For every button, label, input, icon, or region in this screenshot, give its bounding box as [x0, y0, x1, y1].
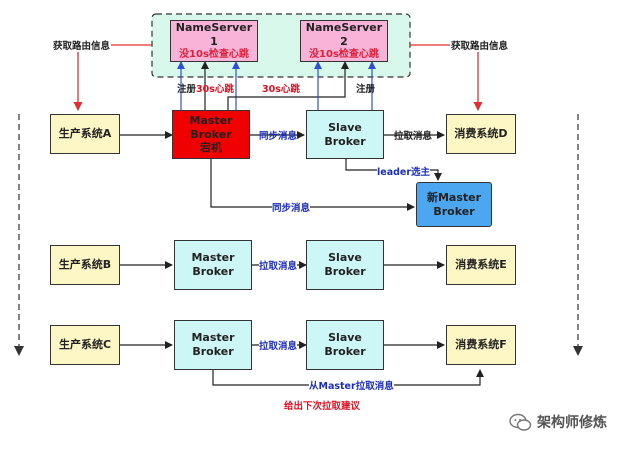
pull-from-master-label: 从Master拉取消息 — [309, 378, 394, 392]
master-broker-b: Master Broker — [174, 240, 252, 290]
pull-msg-label-1: 拉取消息 — [394, 131, 433, 142]
wechat-icon — [509, 413, 532, 431]
producer-c-label: 生产系统C — [58, 338, 112, 352]
route-arrow-right — [410, 44, 483, 111]
master-broker-c: Master Broker — [174, 320, 252, 370]
producer-c: 生产系统C — [50, 325, 120, 365]
nameserver-1-title: NameServer 1 — [175, 21, 253, 48]
consumer-e-label: 消费系统E — [455, 258, 507, 272]
slave-broker-a-line1: Slave — [328, 120, 362, 134]
route-info-label-right: 获取路由信息 — [450, 38, 510, 52]
heartbeat-label-right: 30s心跳 — [262, 84, 300, 95]
master-broker-c-line2: Broker — [192, 345, 234, 358]
master-broker-b-line2: Broker — [192, 265, 234, 278]
pull-msg-label-b: 拉取消息 — [259, 258, 298, 272]
slave-broker-c-line2: Broker — [324, 345, 366, 358]
nameserver-1-subtitle: 没10s检查心跳 — [179, 48, 249, 60]
heartbeat-label-left: 30s心跳 — [196, 84, 234, 95]
master-broker-a-status: 宕机 — [200, 141, 222, 155]
consumer-f-label: 消费系统F — [455, 338, 507, 352]
slave-broker-b: Slave Broker — [306, 240, 384, 290]
producer-a: 生产系统A — [50, 114, 120, 154]
producer-b-label: 生产系统B — [58, 258, 112, 272]
slave-broker-a-line2: Broker — [324, 134, 366, 148]
consumer-d: 消费系统D — [446, 114, 516, 154]
nameserver-1: NameServer 1 没10s检查心跳 — [170, 20, 258, 62]
nameserver-2-subtitle: 没10s检查心跳 — [309, 48, 379, 60]
leader-election-label: leader选主 — [377, 164, 431, 178]
next-pull-suggestion-label: 给出下次拉取建议 — [284, 401, 361, 412]
slave-broker-c: Slave Broker — [306, 320, 384, 370]
master-broker-b-line1: Master — [191, 251, 235, 265]
slave-broker-c-line1: Slave — [328, 331, 362, 345]
watermark: 架构师修炼 — [508, 412, 607, 432]
slave-broker-a: Slave Broker — [306, 110, 384, 159]
consumer-f: 消费系统F — [446, 325, 516, 365]
new-master-broker-line1: 新Master — [426, 190, 482, 204]
master-broker-a-line1: Master — [189, 113, 233, 127]
consumer-d-label: 消费系统D — [454, 127, 508, 141]
consumer-e: 消费系统E — [446, 245, 516, 285]
master-broker-a-down: Master Broker 宕机 — [172, 110, 250, 159]
route-arrow-left — [73, 44, 152, 111]
pull-msg-label-c: 拉取消息 — [259, 338, 298, 352]
producer-a-label: 生产系统A — [58, 127, 112, 141]
master-broker-c-line1: Master — [191, 331, 235, 345]
register-label-left: 注册 — [177, 84, 197, 95]
sync-msg-label-2: 同步消息 — [272, 200, 311, 214]
producer-b: 生产系统B — [50, 245, 120, 285]
slave-broker-b-line2: Broker — [324, 265, 366, 278]
master-broker-a-line2: Broker — [190, 127, 232, 141]
sync-msg-label-1: 同步消息 — [259, 131, 298, 142]
nameserver-2-title: NameServer 2 — [305, 21, 383, 48]
register-label-right: 注册 — [356, 84, 376, 95]
nameserver-2: NameServer 2 没10s检查心跳 — [300, 20, 388, 62]
slave-broker-b-line1: Slave — [328, 251, 362, 265]
route-info-label-left: 获取路由信息 — [52, 38, 112, 52]
new-master-broker: 新Master Broker — [416, 182, 492, 227]
watermark-text: 架构师修炼 — [537, 415, 607, 431]
new-master-broker-line2: Broker — [433, 204, 475, 218]
